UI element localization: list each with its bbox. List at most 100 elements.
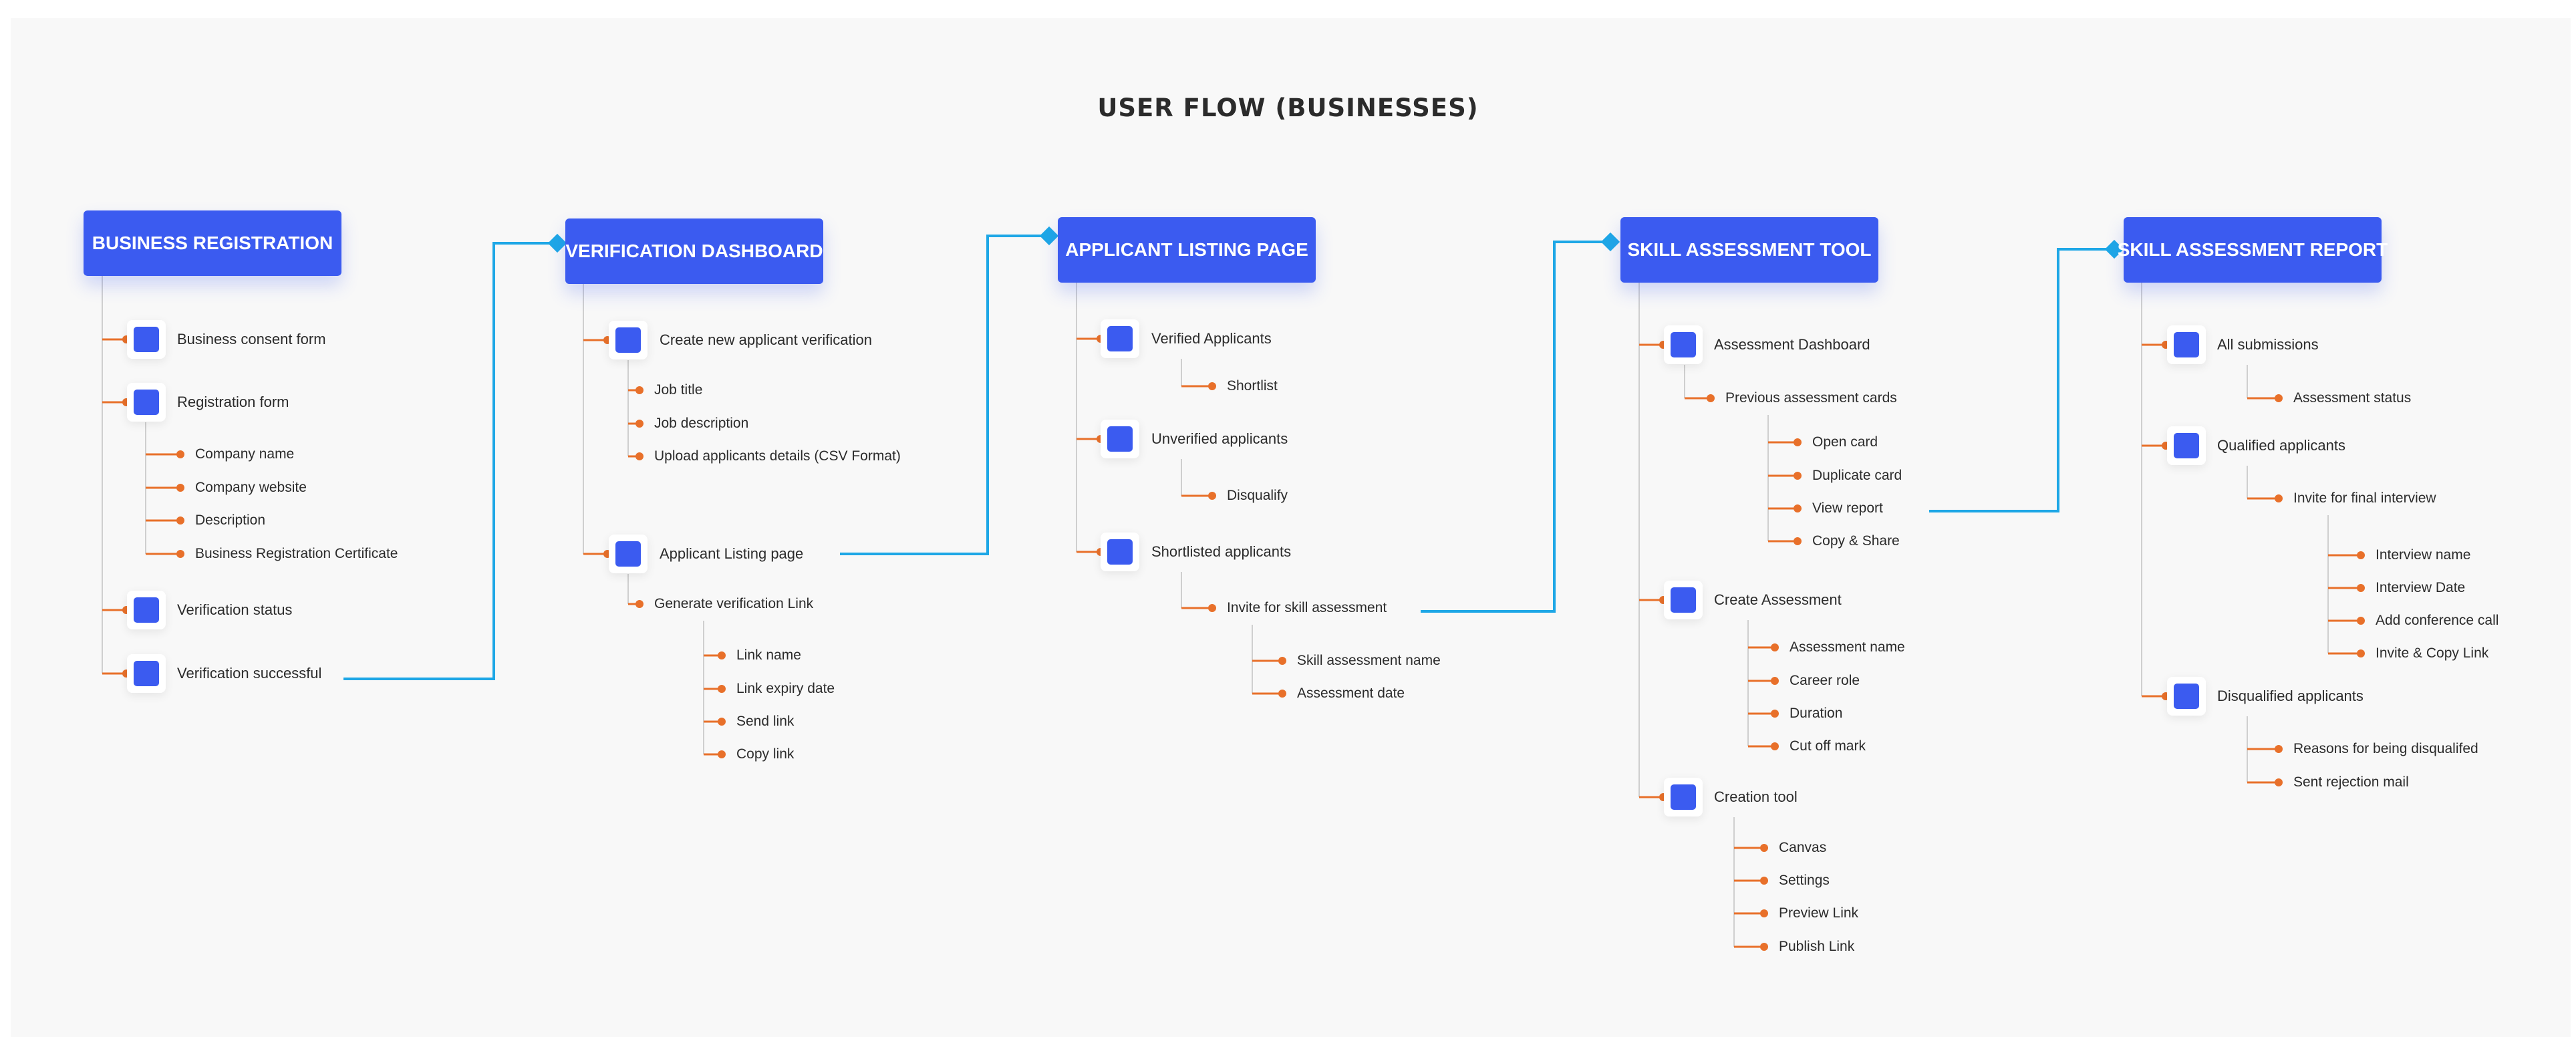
connector-listing-to-tool-diamond: [1600, 232, 1620, 252]
item-label: Creation tool: [1714, 788, 1798, 805]
item-icon: [127, 591, 166, 629]
sub-item-dot: [2275, 745, 2283, 753]
leaf-item: Open card: [1812, 434, 1878, 450]
sub-item: Publish Link: [1779, 939, 1855, 954]
sub-item-dot: [1208, 492, 1216, 500]
leaf-item: Add conference call: [2376, 613, 2499, 628]
leaf-item-dot: [718, 718, 726, 726]
sub-item-dot: [635, 600, 643, 608]
sub-item-dot: [176, 550, 184, 558]
item-label: Registration form: [177, 394, 289, 410]
item-icon: [609, 535, 648, 573]
leaf-item: Skill assessment name: [1297, 653, 1441, 668]
leaf-item-dot: [1794, 438, 1802, 446]
sub-item-dot: [1760, 943, 1768, 951]
sub-item-dot: [1208, 382, 1216, 390]
leaf-item: Assessment date: [1297, 686, 1405, 701]
sub-item: Description: [195, 512, 266, 528]
sub-item-dot: [176, 450, 184, 458]
leaf-item-dot: [718, 685, 726, 693]
header-node[interactable]: BUSINESS REGISTRATION: [84, 210, 341, 276]
leaf-item-dot: [2357, 551, 2365, 559]
header-node[interactable]: APPLICANT LISTING PAGE: [1058, 217, 1316, 283]
connector-tool-to-report-diamond: [2104, 239, 2124, 259]
sub-item: Assessment status: [2293, 390, 2412, 406]
sub-item: Job description: [654, 416, 749, 431]
header-node[interactable]: SKILL ASSESSMENT REPORT: [2118, 217, 2388, 283]
header-node[interactable]: SKILL ASSESSMENT TOOL: [1620, 217, 1878, 283]
sub-item-dot: [2275, 494, 2283, 502]
sub-item-dot: [1760, 909, 1768, 917]
leaf-item-dot: [1278, 690, 1286, 698]
sub-item: Previous assessment cards: [1725, 390, 1897, 406]
connector-registration-to-verification-diamond: [547, 233, 567, 253]
item-icon: [127, 320, 166, 359]
sub-item: Invite for final interview: [2293, 490, 2436, 506]
leaf-item-dot: [2357, 649, 2365, 657]
sub-item: Generate verification Link: [654, 596, 814, 611]
connector-registration-to-verification: [343, 242, 557, 680]
sub-item-dot: [1208, 604, 1216, 612]
item-icon: [2167, 426, 2206, 465]
item-label: Shortlisted applicants: [1151, 543, 1292, 560]
sub-item: Settings: [1779, 873, 1830, 888]
item-icon: [1101, 533, 1139, 571]
item-icon: [1101, 420, 1139, 458]
sub-item-dot: [176, 516, 184, 525]
leaf-item: Interview name: [2376, 547, 2471, 563]
sub-item-dot: [1771, 742, 1779, 750]
item-icon: [1664, 325, 1703, 364]
leaf-item: Invite & Copy Link: [2376, 645, 2489, 661]
item-icon: [2167, 325, 2206, 364]
page-title: USER FLOW (BUSINESSES): [1097, 94, 1479, 122]
leaf-item-dot: [1794, 537, 1802, 545]
sub-item-dot: [1760, 844, 1768, 852]
sub-item-dot: [2275, 394, 2283, 402]
leaf-item: Link name: [736, 647, 801, 663]
sub-item: Disqualify: [1227, 488, 1288, 503]
item-icon: [127, 654, 166, 693]
connector-listing-to-tool: [1421, 241, 1610, 613]
connector-tool-to-report: [1929, 248, 2114, 512]
leaf-item: Copy & Share: [1812, 533, 1900, 549]
sub-item: Upload applicants details (CSV Format): [654, 448, 901, 464]
item-label: Business consent form: [177, 331, 326, 347]
sub-item-dot: [635, 452, 643, 460]
sub-item: Company website: [195, 480, 307, 495]
sub-item-dot: [635, 420, 643, 428]
sub-item: Reasons for being disqualifed: [2293, 741, 2478, 756]
leaf-item: Interview Date: [2376, 580, 2466, 595]
item-icon: [1664, 581, 1703, 619]
leaf-item-dot: [718, 750, 726, 758]
leaf-item: Send link: [736, 714, 795, 729]
item-label: Verified Applicants: [1151, 330, 1272, 347]
sub-item: Sent rejection mail: [2293, 774, 2409, 790]
leaf-item-dot: [2357, 617, 2365, 625]
sub-item: Assessment name: [1790, 639, 1905, 655]
item-label: All submissions: [2217, 336, 2319, 353]
leaf-item: Link expiry date: [736, 681, 835, 696]
leaf-item-dot: [718, 651, 726, 659]
sub-item: Duration: [1790, 706, 1843, 721]
item-label: Create Assessment: [1714, 591, 1842, 608]
item-label: Qualified applicants: [2217, 437, 2346, 454]
leaf-item-dot: [2357, 584, 2365, 592]
item-label: Verification status: [177, 601, 293, 618]
sub-item: Career role: [1790, 673, 1860, 688]
sub-item: Preview Link: [1779, 905, 1859, 921]
header-node[interactable]: VERIFICATION DASHBOARD: [565, 218, 823, 284]
flow-canvas: [11, 18, 2571, 1037]
connector-verification-to-listing-diamond: [1039, 226, 1059, 246]
sub-item-dot: [1771, 677, 1779, 685]
sub-item-dot: [1707, 394, 1715, 402]
sub-item-dot: [1760, 877, 1768, 885]
item-label: Applicant Listing page: [660, 545, 804, 562]
sub-item: Business Registration Certificate: [195, 546, 398, 561]
item-label: Assessment Dashboard: [1714, 336, 1870, 353]
item-label: Disqualified applicants: [2217, 688, 2364, 704]
item-icon: [609, 321, 648, 359]
sub-item: Job title: [654, 382, 703, 398]
leaf-item: Copy link: [736, 746, 795, 762]
leaf-item: Duplicate card: [1812, 468, 1902, 483]
